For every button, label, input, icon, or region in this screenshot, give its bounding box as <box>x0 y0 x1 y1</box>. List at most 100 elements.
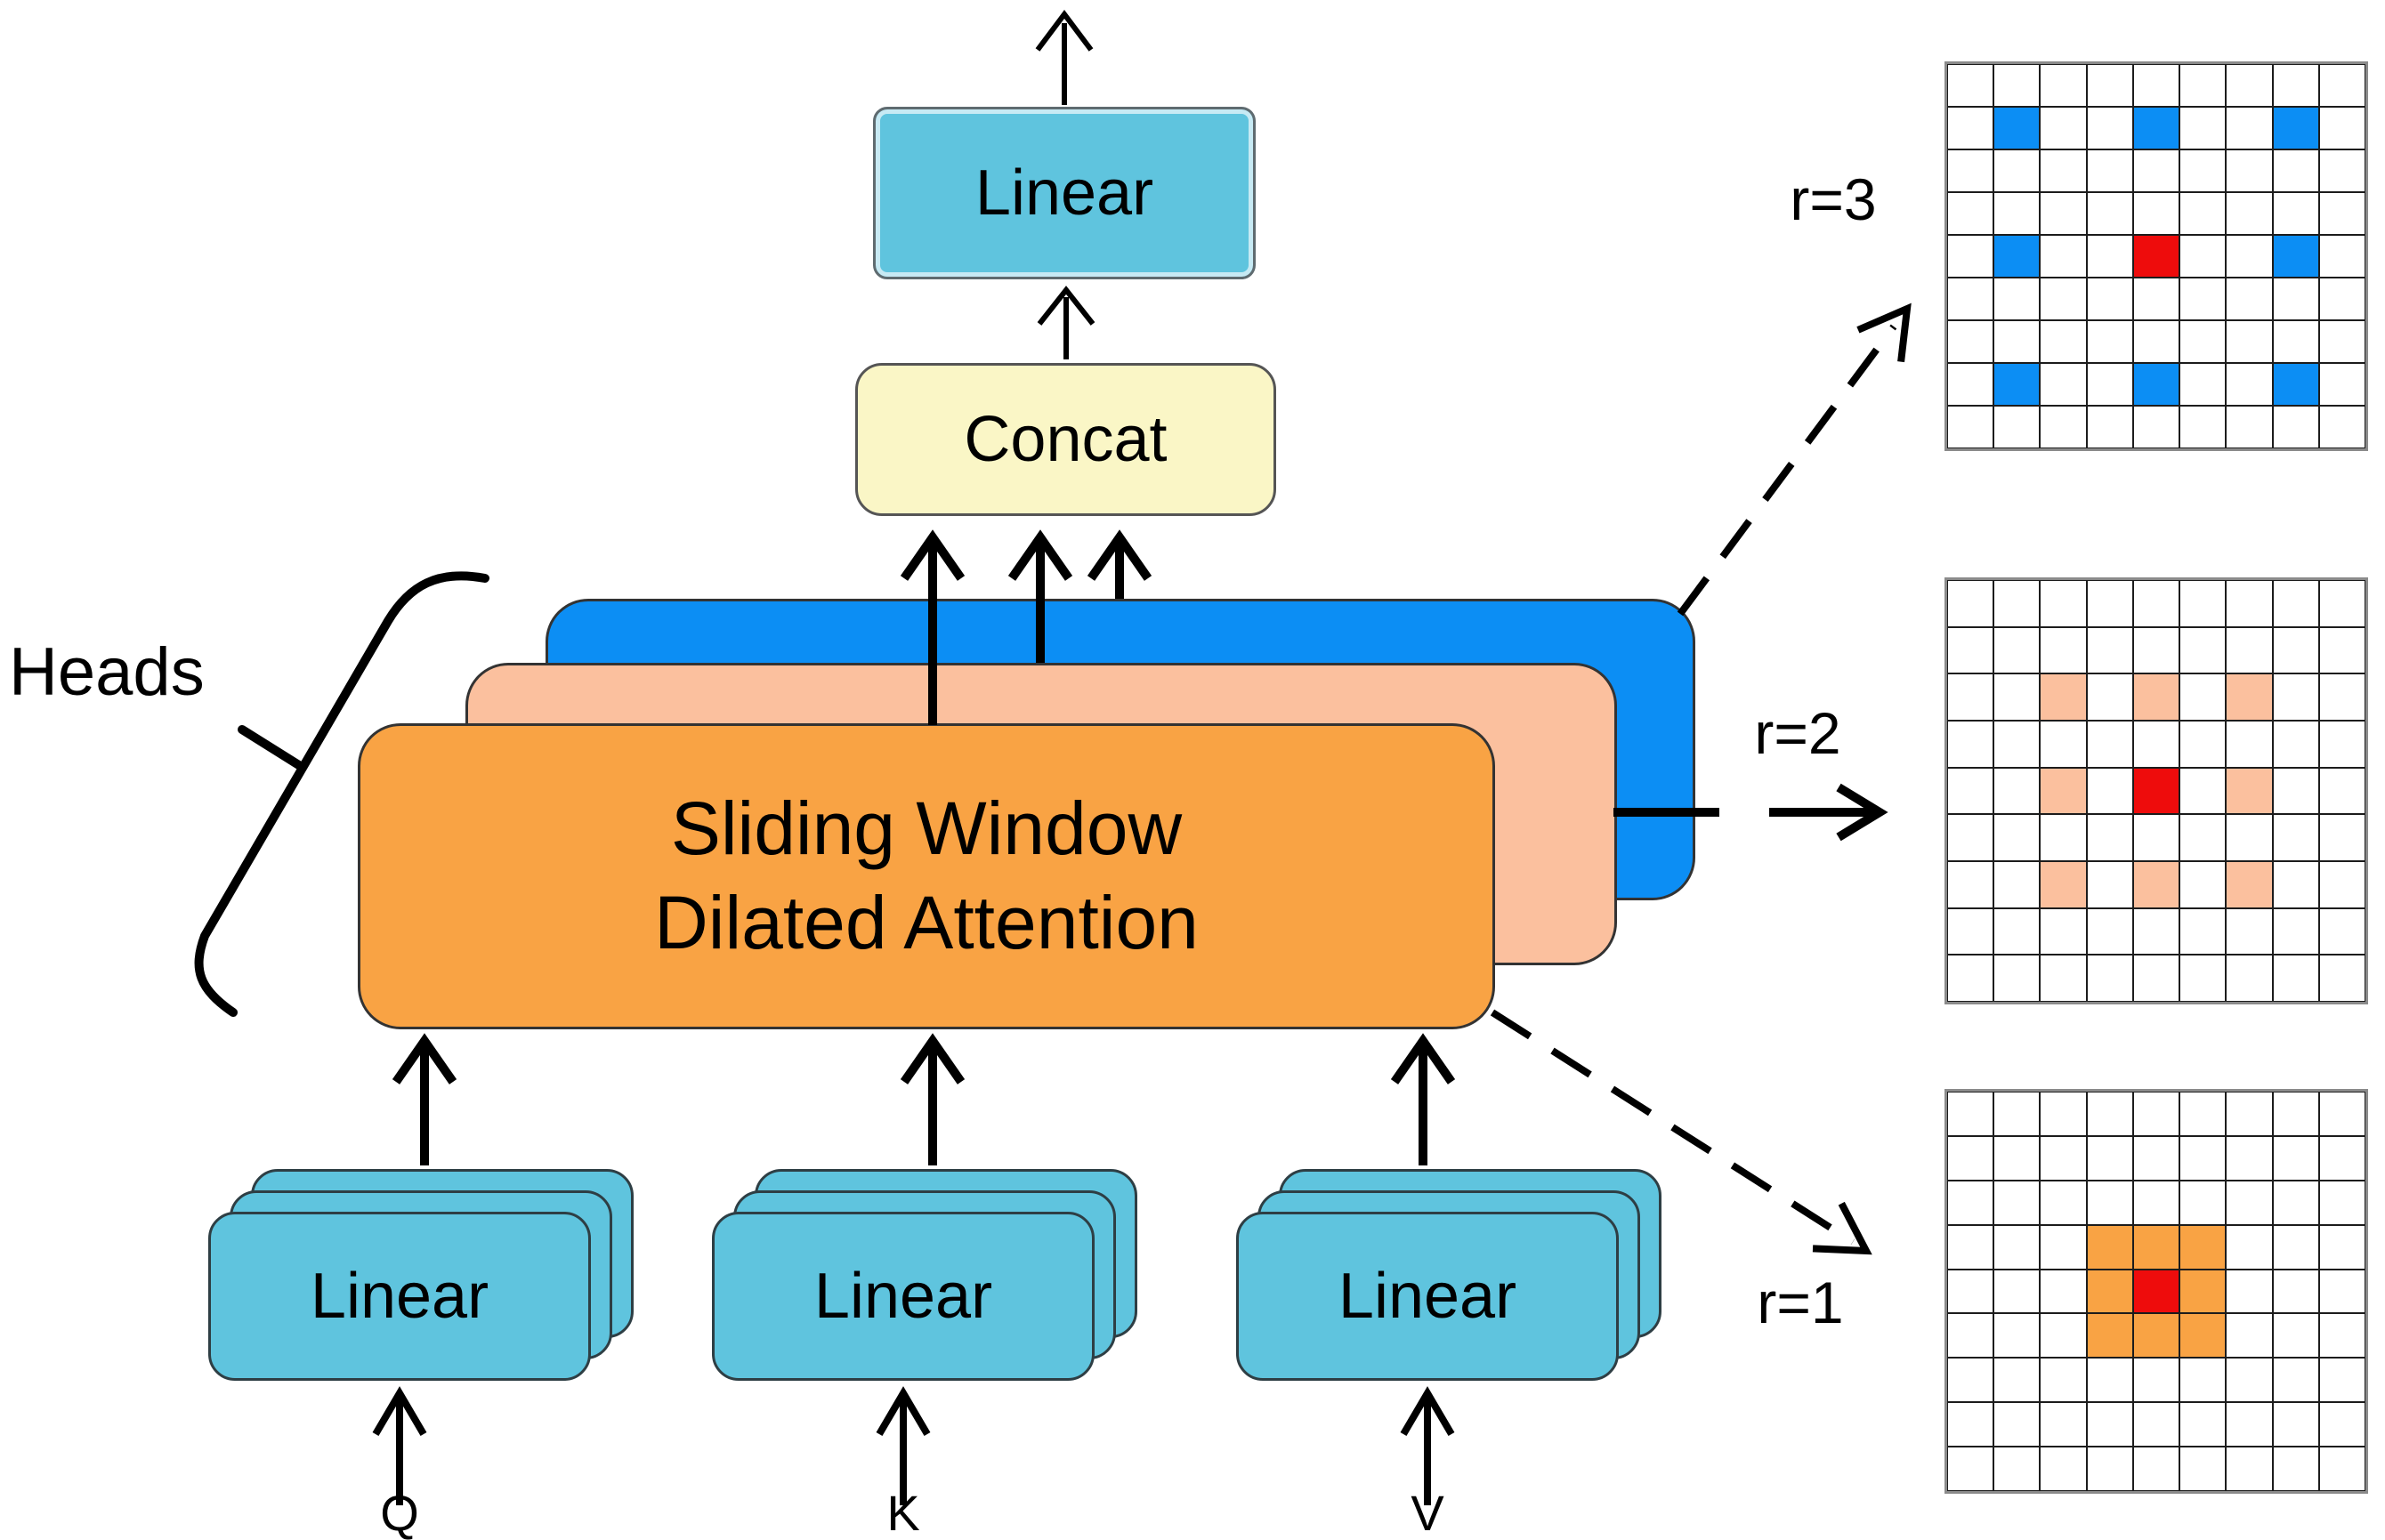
attention-title-line2: Dilated Attention <box>654 881 1199 964</box>
grid-cell <box>2318 626 2365 674</box>
grid-cell <box>2132 363 2180 406</box>
grid-cell <box>2318 1402 2365 1447</box>
grid-cell <box>2318 406 2365 448</box>
grid-cell <box>1993 64 2041 107</box>
grid-cell <box>2272 149 2319 192</box>
grid-cell <box>2318 320 2365 363</box>
grid-cell <box>2040 1402 2087 1447</box>
grid-cell <box>1947 192 1994 235</box>
grid-cell <box>2040 767 2087 815</box>
grid-cell <box>2179 149 2227 192</box>
grid-cell <box>2040 907 2087 955</box>
grid-cell <box>2179 235 2227 278</box>
grid-cell <box>2226 955 2273 1002</box>
grid-cell <box>2318 1224 2365 1270</box>
grid-cell <box>2226 235 2273 278</box>
attention-head-front: Sliding Window Dilated Attention <box>358 723 1495 1029</box>
grid-cell <box>1993 149 2041 192</box>
grid-cell <box>2132 1402 2180 1447</box>
concat-label: Concat <box>964 404 1168 475</box>
grid-cell <box>1947 1447 1994 1491</box>
grid-cell <box>2272 673 2319 721</box>
grid-cell <box>2272 1402 2319 1447</box>
grid-cell <box>2086 1135 2133 1181</box>
grid-cell <box>2318 1180 2365 1225</box>
grid-cell <box>2179 1313 2227 1359</box>
grid-cell <box>2086 1092 2133 1136</box>
grid-cell <box>1993 673 2041 721</box>
grid-cell <box>2086 64 2133 107</box>
grid-cell <box>2318 1447 2365 1491</box>
dilation-grid-r1 <box>1944 1089 2368 1494</box>
grid-cell <box>1993 1224 2041 1270</box>
head-to-concat-arrows <box>900 529 1152 725</box>
grid-cell <box>2318 192 2365 235</box>
grid-cell <box>2226 1402 2273 1447</box>
grid-cell <box>2040 814 2087 861</box>
grid-cell <box>2272 192 2319 235</box>
grid-cell <box>2086 814 2133 861</box>
grid-cell <box>1993 1180 2041 1225</box>
grid-cell <box>2318 580 2365 627</box>
grid-cell <box>2132 580 2180 627</box>
grid-cell <box>2272 1447 2319 1491</box>
grid-cell <box>2132 1358 2180 1403</box>
grid-cell <box>2086 235 2133 278</box>
grid-cell <box>1993 767 2041 815</box>
grid-cell <box>2226 320 2273 363</box>
linear-card: Linear <box>208 1212 591 1381</box>
grid-cell <box>2086 1180 2133 1225</box>
grid-cell <box>2318 814 2365 861</box>
grid-cell <box>2040 1135 2087 1181</box>
grid-cell <box>2179 278 2227 320</box>
grid-cell <box>2040 320 2087 363</box>
grid-cell <box>2179 1269 2227 1314</box>
dilation-label-r1: r=1 <box>1757 1270 1844 1335</box>
heads-label: Heads <box>9 634 205 710</box>
grid-cell <box>2318 673 2365 721</box>
grid-cell <box>2179 1402 2227 1447</box>
grid-cell <box>1993 1358 2041 1403</box>
grid-cell <box>2272 907 2319 955</box>
heads-brace <box>194 571 489 1017</box>
grid-cell <box>2132 1135 2180 1181</box>
grid-cell <box>2132 149 2180 192</box>
grid-cell <box>2272 626 2319 674</box>
grid-cell <box>2086 320 2133 363</box>
grid-cell <box>2179 1180 2227 1225</box>
grid-cell <box>1947 1224 1994 1270</box>
grid-cell <box>2179 192 2227 235</box>
grid-cell <box>2086 861 2133 908</box>
grid-cell <box>2086 1358 2133 1403</box>
grid-cell <box>2086 721 2133 768</box>
grid-cell <box>2040 861 2087 908</box>
grid-cell <box>2132 64 2180 107</box>
grid-cell <box>2226 1092 2273 1136</box>
grid-cell <box>2086 278 2133 320</box>
grid-cell <box>2226 907 2273 955</box>
grid-cell <box>2132 107 2180 149</box>
grid-cell <box>2086 767 2133 815</box>
dilation-grid-r2 <box>1944 577 2368 1004</box>
grid-cell <box>1947 1092 1994 1136</box>
grid-cell <box>2272 1180 2319 1225</box>
grid-cell <box>2132 278 2180 320</box>
grid-cell <box>2132 1447 2180 1491</box>
grid-cell <box>1947 673 1994 721</box>
concat-box: Concat <box>855 363 1276 516</box>
grid-cell <box>2272 721 2319 768</box>
grid-cell <box>2132 320 2180 363</box>
grid-cell <box>2040 278 2087 320</box>
grid-cell <box>2179 1135 2227 1181</box>
grid-cell <box>2226 814 2273 861</box>
grid-cell <box>2226 1358 2273 1403</box>
grid-cell <box>1947 955 1994 1002</box>
linear-stack-q: Linear <box>208 1169 634 1381</box>
grid-cell <box>2132 721 2180 768</box>
grid-cell <box>1993 721 2041 768</box>
grid-cell <box>2086 1313 2133 1359</box>
grid-cell <box>2040 406 2087 448</box>
grid-cell <box>2086 363 2133 406</box>
grid-cell <box>1947 1313 1994 1359</box>
